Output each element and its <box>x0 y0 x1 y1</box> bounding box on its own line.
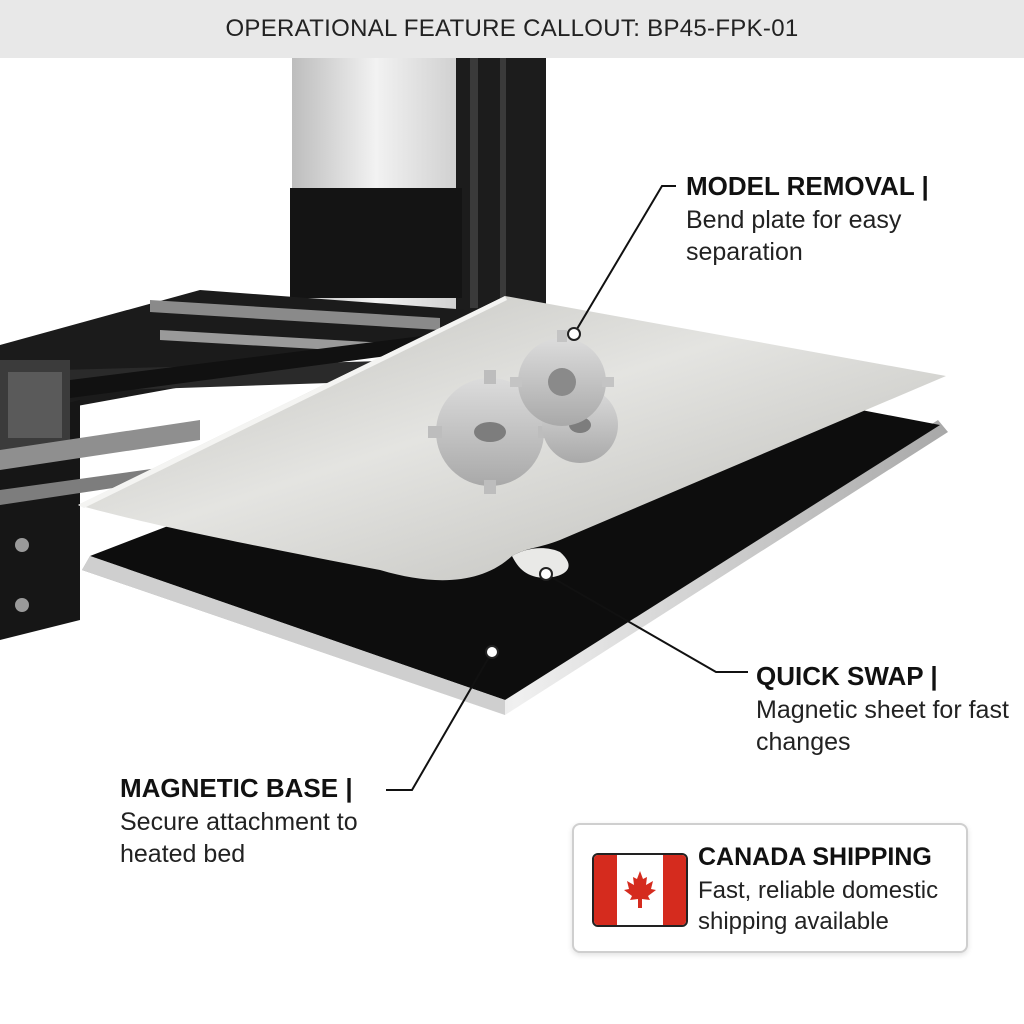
callout-title: QUICK SWAP | <box>756 661 938 691</box>
printer-gantry <box>0 290 470 640</box>
header-bar: OPERATIONAL FEATURE CALLOUT: BP45-FPK-01 <box>0 0 1024 58</box>
callout-leader-lines <box>386 185 748 791</box>
callout-text: Magnetic sheet for fast changes <box>756 695 1009 757</box>
callout-magnetic-base: MAGNETIC BASE | Secure attachment to hea… <box>120 772 420 871</box>
callout-model-removal: MODEL REMOVAL | Bend plate for easy sepa… <box>686 170 986 269</box>
badge-title: CANADA SHIPPING <box>698 843 932 871</box>
callout-title: MAGNETIC BASE | <box>120 773 353 803</box>
callout-quick-swap: QUICK SWAP | Magnetic sheet for fast cha… <box>756 660 1016 759</box>
printed-gears-icon <box>428 330 618 494</box>
callout-title: MODEL REMOVAL | <box>686 171 929 201</box>
canada-flag-icon <box>592 853 688 927</box>
badge-text: Fast, reliable domestic shipping availab… <box>698 877 939 936</box>
canada-shipping-badge: CANADA SHIPPING Fast, reliable domestic … <box>572 823 968 953</box>
callout-text: Bend plate for easy separation <box>686 205 902 267</box>
page-title: OPERATIONAL FEATURE CALLOUT: BP45-FPK-01 <box>225 15 799 42</box>
callout-text: Secure attachment to heated bed <box>120 807 358 869</box>
callout-anchor-dots <box>485 327 581 659</box>
